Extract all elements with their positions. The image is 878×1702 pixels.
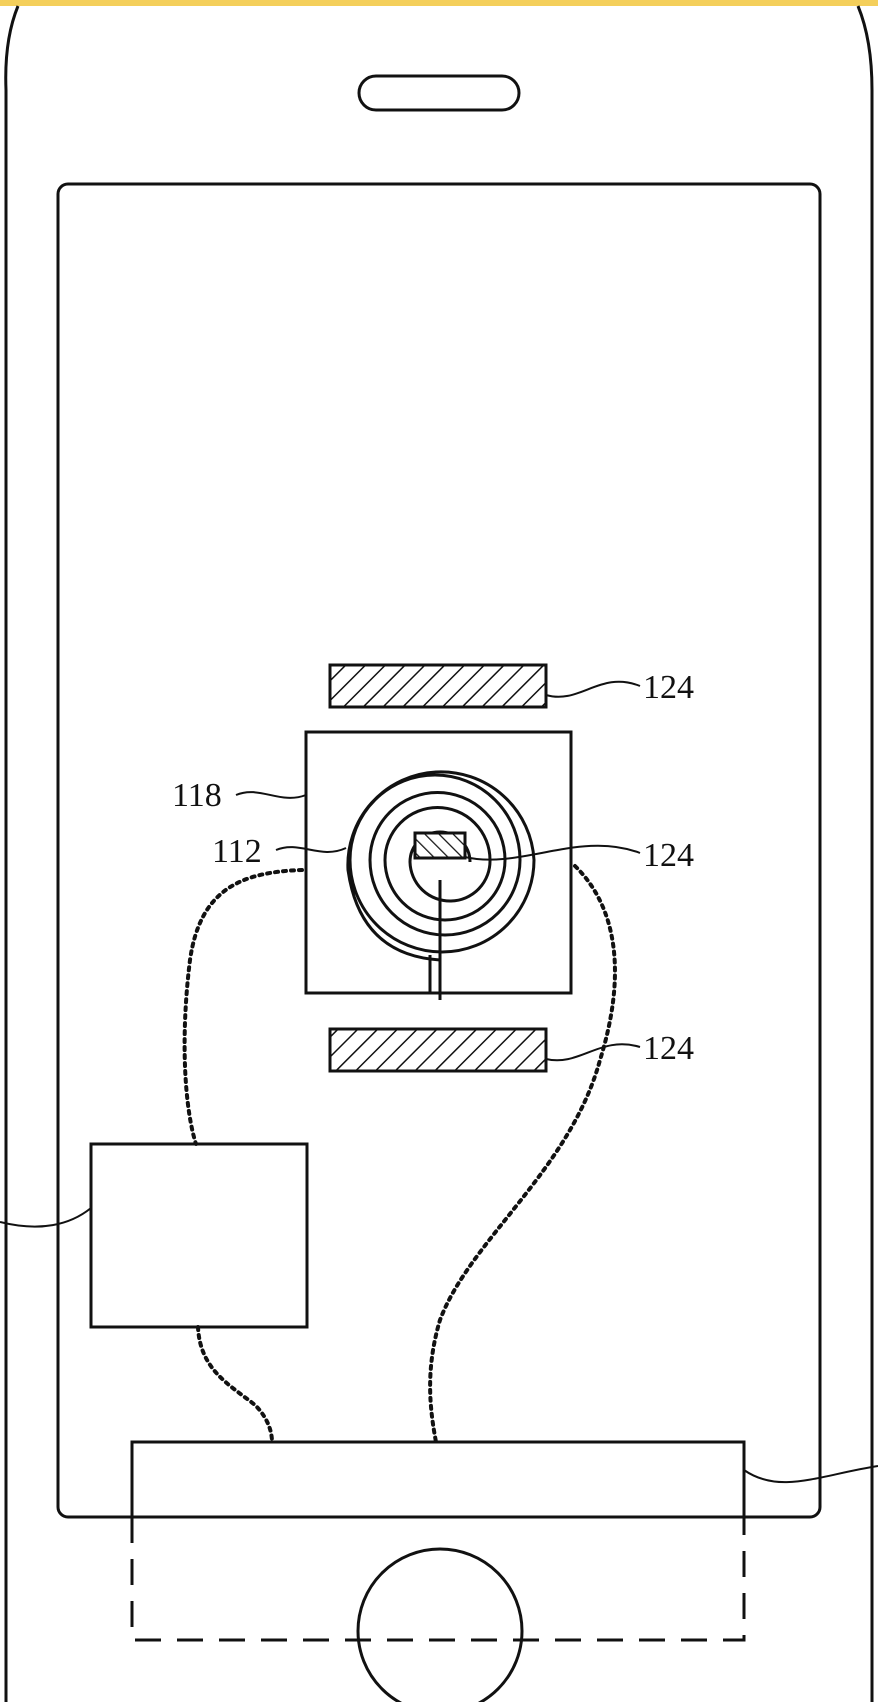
connection-coil-to-box	[182, 868, 304, 1146]
earpiece-speaker	[357, 74, 521, 112]
label-chip-center: 124	[643, 837, 694, 874]
connection-box-to-module	[196, 1325, 274, 1444]
leader-coil	[275, 846, 347, 853]
shield-top	[328, 663, 548, 709]
label-housing: 118	[172, 777, 222, 814]
chip-center	[413, 831, 467, 860]
label-coil: 112	[212, 833, 262, 870]
leader-shield-top	[545, 680, 641, 698]
leader-shield-bottom	[545, 1043, 641, 1062]
leader-housing	[235, 791, 307, 799]
display-panel	[56, 182, 822, 1519]
connection-coil-to-module	[428, 864, 617, 1444]
leader-chip-center	[464, 844, 641, 861]
coil-spiral	[346, 770, 536, 1000]
label-shield-top: 124	[643, 669, 694, 706]
label-shield-bottom: 124	[643, 1030, 694, 1067]
phone-body-outline	[4, 5, 874, 1702]
leader-module-right	[743, 1465, 878, 1484]
leader-box-left	[0, 1207, 92, 1228]
shield-bottom	[328, 1027, 548, 1073]
top-highlight-strip	[0, 0, 878, 6]
home-button	[356, 1547, 524, 1702]
component-box	[89, 1142, 309, 1329]
bottom-module	[130, 1440, 746, 1642]
